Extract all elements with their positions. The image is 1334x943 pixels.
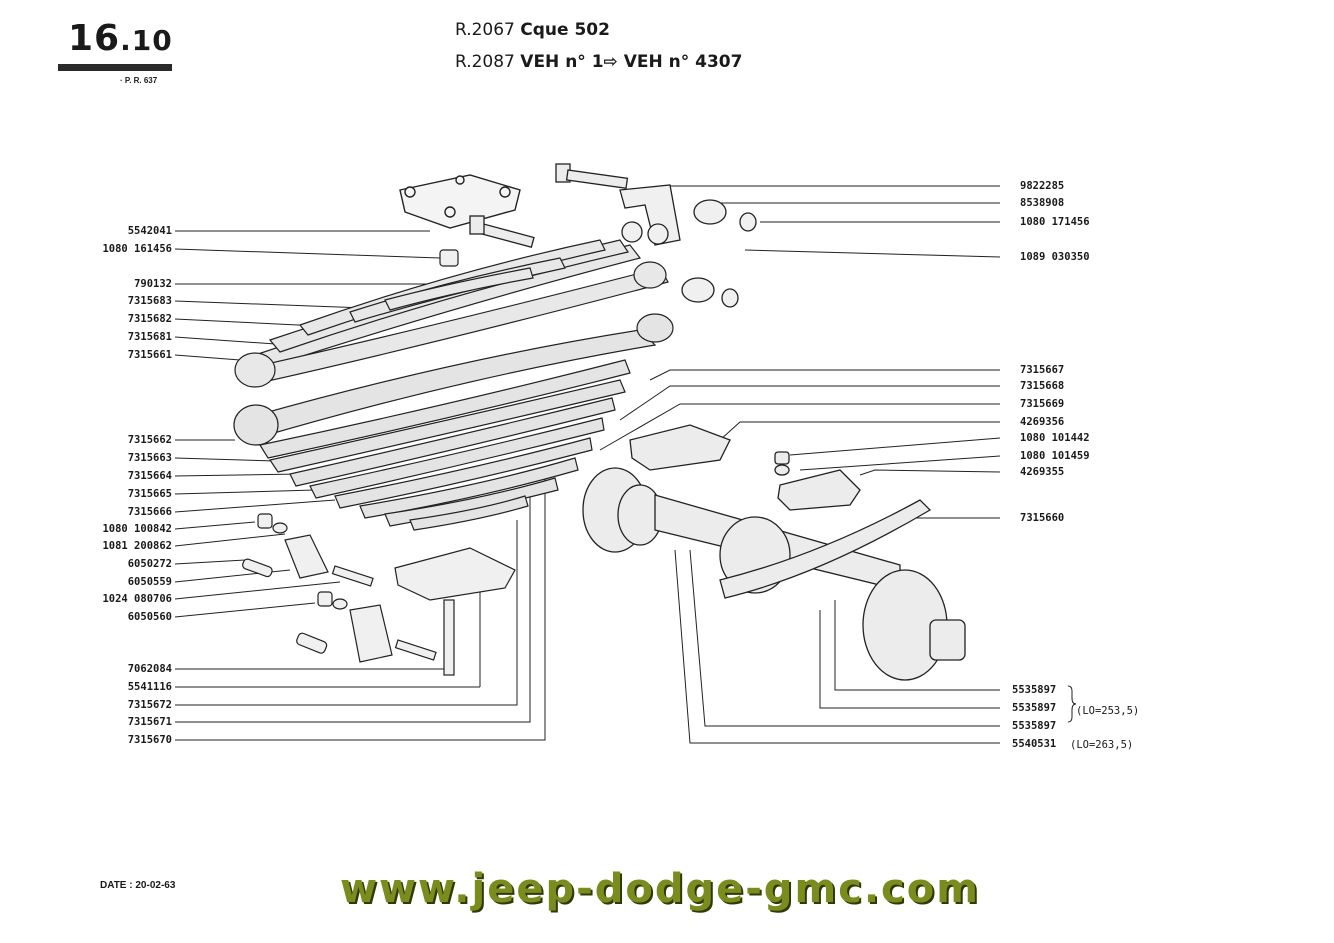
part-label-left: 7315666 <box>127 506 172 518</box>
page-number-sep: . <box>120 24 132 57</box>
part-label-left: 5541116 <box>127 681 172 693</box>
brace-note-lo1: (LO=253,5) <box>1076 705 1140 717</box>
part-label-left: 7315663 <box>127 452 172 464</box>
part-label-left: 7315681 <box>127 331 172 343</box>
part-label-left: 7315661 <box>127 349 172 361</box>
part-label-left: 1080 100842 <box>102 523 172 535</box>
page-number: 16.10 <box>68 18 173 59</box>
part-label-left: 1024 080706 <box>102 593 172 605</box>
part-label-right: 8538908 <box>1020 197 1065 209</box>
part-label-right: 5535897 <box>1012 684 1057 696</box>
part-label-right: 1080 171456 <box>1020 216 1090 228</box>
part-label-left: 7315682 <box>127 313 172 325</box>
part-label-left: 1080 161456 <box>102 243 172 255</box>
reference-line-1: R.2067 Cque 502 <box>455 20 610 40</box>
pr-code: · P. R. 637 <box>120 76 158 85</box>
part-label-left: 6050559 <box>127 576 172 588</box>
website-watermark: www.jeep-dodge-gmc.com <box>340 866 980 912</box>
part-label-left: 5542041 <box>127 225 172 237</box>
part-label-right: 7315660 <box>1020 512 1065 524</box>
part-label-left: 1081 200862 <box>102 540 172 552</box>
ref2-prefix: R.2087 <box>455 52 521 72</box>
part-label-left: 7062084 <box>127 663 172 675</box>
page-number-minor: 10 <box>131 24 173 57</box>
part-label-left: 7315671 <box>127 716 172 728</box>
part-label-left: 7315665 <box>127 488 172 500</box>
page-number-major: 16 <box>68 18 121 59</box>
page-number-underline <box>58 64 172 71</box>
part-label-left: 6050560 <box>127 611 172 623</box>
part-label-right: 5535897 <box>1012 702 1057 714</box>
part-label-left: 7315670 <box>127 734 172 746</box>
ref2-bold: VEH n° 1⇨ VEH n° 4307 <box>520 52 743 72</box>
part-label-left: 790132 <box>134 278 172 290</box>
part-label-right: 7315668 <box>1020 380 1065 392</box>
part-label-left: 6050272 <box>127 558 172 570</box>
part-label-right: 9822285 <box>1020 180 1065 192</box>
ref1-bold: Cque 502 <box>520 20 610 40</box>
brace-note-lo2: (LO=263,5) <box>1070 739 1134 751</box>
part-label-left: 7315672 <box>127 699 172 711</box>
part-label-right: 1089 030350 <box>1020 251 1090 263</box>
part-label-right: 4269355 <box>1020 466 1065 478</box>
date-stamp: DATE : 20-02-63 <box>100 880 176 891</box>
part-label-left: 7315664 <box>127 470 172 482</box>
part-label-right: 5535897 <box>1012 720 1057 732</box>
part-label-right: 7315667 <box>1020 364 1065 376</box>
part-label-right: 1080 101459 <box>1020 450 1090 462</box>
part-label-right: 7315669 <box>1020 398 1065 410</box>
part-label-left: 7315662 <box>127 434 172 446</box>
ref1-prefix: R.2067 <box>455 20 521 40</box>
part-label-right: 4269356 <box>1020 416 1065 428</box>
part-label-right: 1080 101442 <box>1020 432 1090 444</box>
part-label-right: 5540531 <box>1012 738 1057 750</box>
reference-line-2: R.2087 VEH n° 1⇨ VEH n° 4307 <box>455 52 742 72</box>
part-label-left: 7315683 <box>127 295 172 307</box>
